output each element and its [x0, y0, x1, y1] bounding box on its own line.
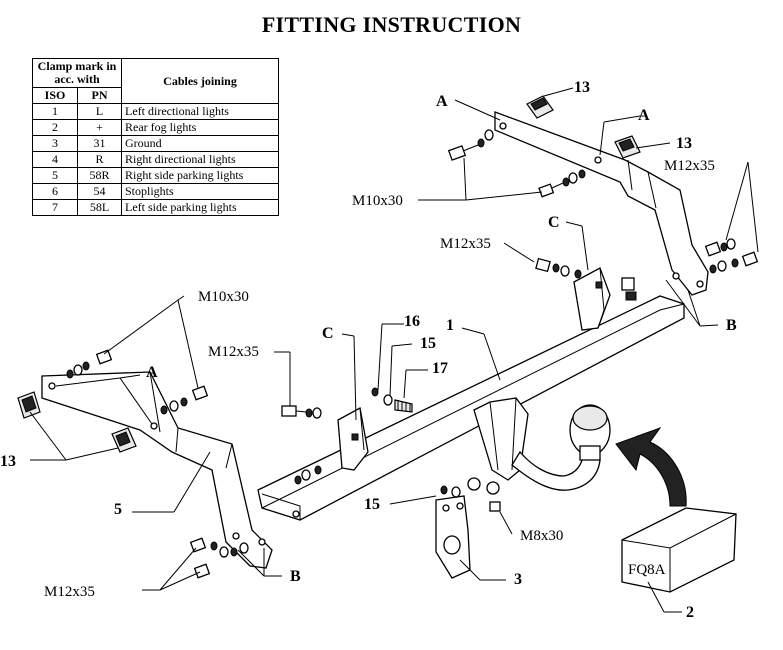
- part-13-label-right: 13: [676, 135, 692, 152]
- mark-b-right: B: [726, 317, 737, 334]
- main-crossbar: [257, 295, 685, 521]
- clamp-13-left-b: [111, 427, 137, 453]
- leader-lines: [29, 87, 759, 613]
- pn-cell: 58L: [77, 199, 122, 216]
- box-code-label: FQ8A: [628, 562, 666, 578]
- bolts-m12x35-left: [189, 537, 249, 579]
- iso-cell: 7: [31, 199, 79, 216]
- part-15-label-upper: 15: [420, 335, 436, 352]
- part-2-label: 2: [686, 604, 694, 621]
- mark-a-upper-right: A: [638, 107, 650, 124]
- part-15-label-lower: 15: [364, 496, 380, 513]
- insert-arrow: [615, 426, 687, 507]
- bolts-m10x30-left: [66, 349, 209, 415]
- part-3-label: 3: [514, 571, 522, 588]
- desc-cell: Right side parking lights: [121, 167, 279, 184]
- part-13-label-left: 13: [0, 453, 16, 470]
- bolt-m10x30-label-upper: M10x30: [352, 193, 403, 209]
- clamp-13-left-a: [17, 391, 41, 419]
- bolt-m12x35-c-right: [535, 257, 582, 279]
- part-1-label: 1: [446, 317, 454, 334]
- part-16-label: 16: [404, 313, 420, 330]
- clamp-mark-header: Clamp mark in acc. with: [32, 58, 122, 88]
- clamp-13-right-b: [614, 135, 641, 159]
- socket-plate-3: [435, 495, 471, 579]
- mark-a-upper-left: A: [436, 93, 448, 110]
- cables-joining-header: Cables joining: [121, 58, 279, 104]
- nuts-crossbar-left: [294, 465, 322, 485]
- nut-c-right: [621, 277, 637, 301]
- bolt-m12x35-label-right: M12x35: [664, 158, 715, 174]
- bolt-m10x30-label-left: M10x30: [198, 289, 249, 305]
- bolt-m12x35-label-center: M12x35: [440, 236, 491, 252]
- nut-15-lower: [440, 485, 461, 498]
- bolt-m12x35-label-left: M12x35: [208, 344, 259, 360]
- desc-cell: Right directional lights: [121, 151, 279, 168]
- socket-box-2: FQ8A: [621, 507, 737, 593]
- part-13-label-upper: 13: [574, 79, 590, 96]
- bolt-m8x30: [467, 477, 501, 512]
- clamp-13-right-a: [526, 95, 554, 119]
- tow-ball-neck: [473, 397, 611, 491]
- mark-b-left: B: [290, 568, 301, 585]
- mark-c-left: C: [322, 325, 334, 342]
- part-17-label: 17: [432, 360, 448, 377]
- page-title: FITTING INSTRUCTION: [261, 12, 522, 37]
- iso-cell: 5: [31, 167, 79, 184]
- left-side-bracket: [41, 371, 273, 569]
- bracket-c-right: [573, 267, 611, 331]
- bolt-m12x35-right-a: [704, 238, 736, 257]
- pn-header: PN: [77, 87, 122, 104]
- bolt-m10x30-upper-b: [538, 169, 586, 198]
- pn-cell: 54: [77, 183, 122, 200]
- right-side-bracket: [494, 111, 709, 296]
- desc-cell: Stoplights: [121, 183, 279, 200]
- bolt-m8x30-label: M8x30: [520, 528, 563, 544]
- part-5-label: 5: [114, 501, 122, 518]
- bolt-m12x35-label-lower: M12x35: [44, 584, 95, 600]
- bolt-m12x35-right-b: [709, 251, 759, 274]
- bolt-m10x30-upper-a: [447, 129, 494, 161]
- desc-cell: Left side parking lights: [121, 199, 279, 216]
- mark-c-right: C: [548, 214, 560, 231]
- bracket-c-left: [337, 406, 369, 471]
- mark-a-left: A: [146, 364, 158, 381]
- nut-16-17: [371, 387, 413, 413]
- bolt-m12x35-left-center: [281, 405, 322, 419]
- cables-joining-table: Clamp mark in acc. with Cables joining I…: [31, 58, 279, 216]
- pn-cell: 31: [77, 135, 122, 152]
